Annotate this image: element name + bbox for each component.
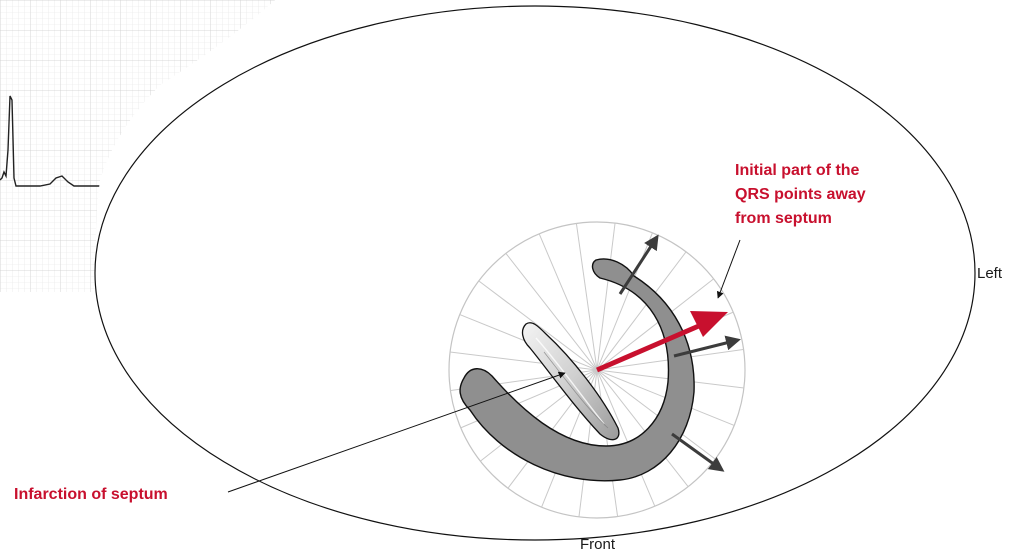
depolarization-vectors	[596, 234, 741, 472]
qrs-leader-line	[716, 239, 741, 299]
vector-arrow-upper	[618, 234, 659, 295]
qrs-annotation-line-1: Initial part of the	[735, 162, 860, 179]
qrs-annotation-line-3: from septum	[735, 210, 832, 227]
left-ventricle-wall	[459, 258, 695, 482]
front-label: Front	[580, 536, 616, 553]
qrs-annotation-line-2: QRS points away	[735, 186, 866, 203]
qrs-annotation: Initial part of the QRS points away from…	[735, 159, 866, 231]
thorax-ellipse	[94, 5, 976, 541]
left-label: Left	[977, 265, 1003, 282]
initial-qrs-vector-arrow	[596, 319, 709, 373]
vector-arrow-lower	[671, 432, 725, 472]
vector-arrow-lateral	[673, 335, 741, 358]
infarction-leader-line	[227, 371, 566, 493]
initial-qrs-arrowhead	[690, 311, 728, 337]
heart-cross-section-icon	[459, 258, 695, 482]
infarction-label: Infarction of septum	[14, 486, 168, 503]
